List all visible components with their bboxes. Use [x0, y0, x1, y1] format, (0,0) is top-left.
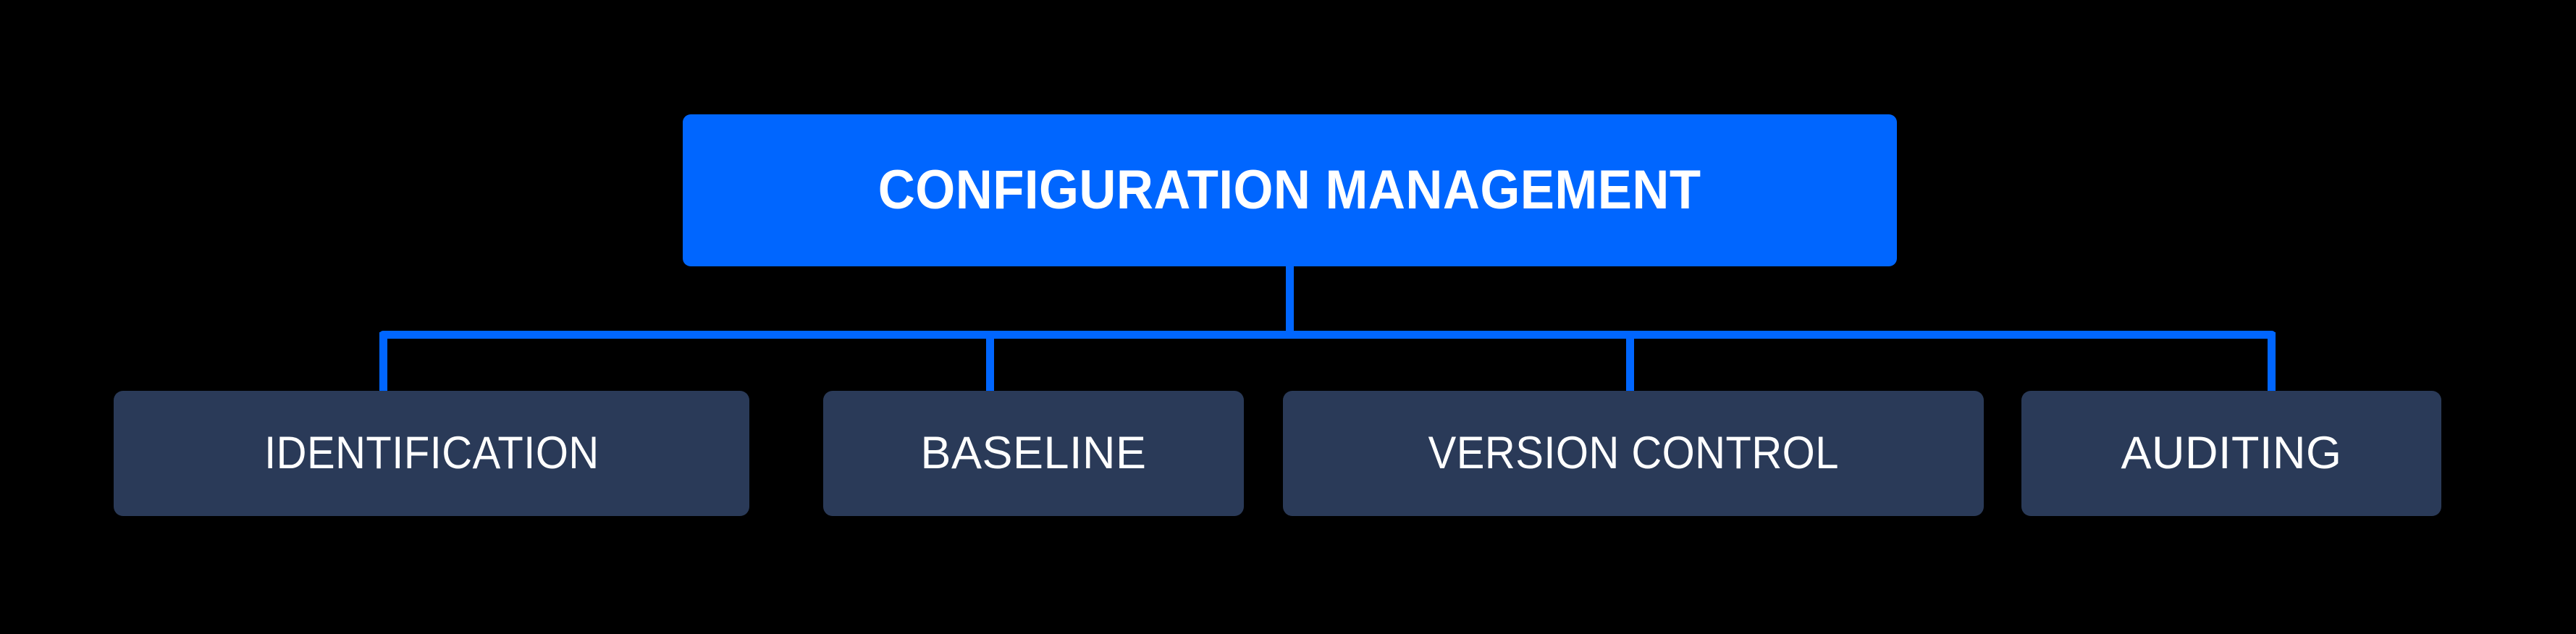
- connector-drop-baseline: [986, 332, 994, 392]
- child-node-baseline[interactable]: BASELINE: [823, 391, 1244, 516]
- root-node-configuration-management[interactable]: CONFIGURATION MANAGEMENT: [683, 114, 1897, 266]
- connector-horizontal-bus: [379, 331, 2276, 339]
- connector-drop-version-control: [1626, 332, 1634, 392]
- child-node-label: VERSION CONTROL: [1428, 428, 1839, 478]
- connector-drop-auditing: [2268, 332, 2276, 392]
- child-node-version-control[interactable]: VERSION CONTROL: [1283, 391, 1984, 516]
- child-node-identification[interactable]: IDENTIFICATION: [114, 391, 749, 516]
- connector-stem-root: [1286, 265, 1294, 332]
- child-node-label: AUDITING: [2121, 428, 2342, 478]
- root-node-label: CONFIGURATION MANAGEMENT: [878, 159, 1701, 221]
- connector-drop-identification: [379, 332, 387, 392]
- child-node-label: IDENTIFICATION: [264, 428, 599, 478]
- child-node-auditing[interactable]: AUDITING: [2021, 391, 2441, 516]
- child-node-label: BASELINE: [920, 428, 1147, 478]
